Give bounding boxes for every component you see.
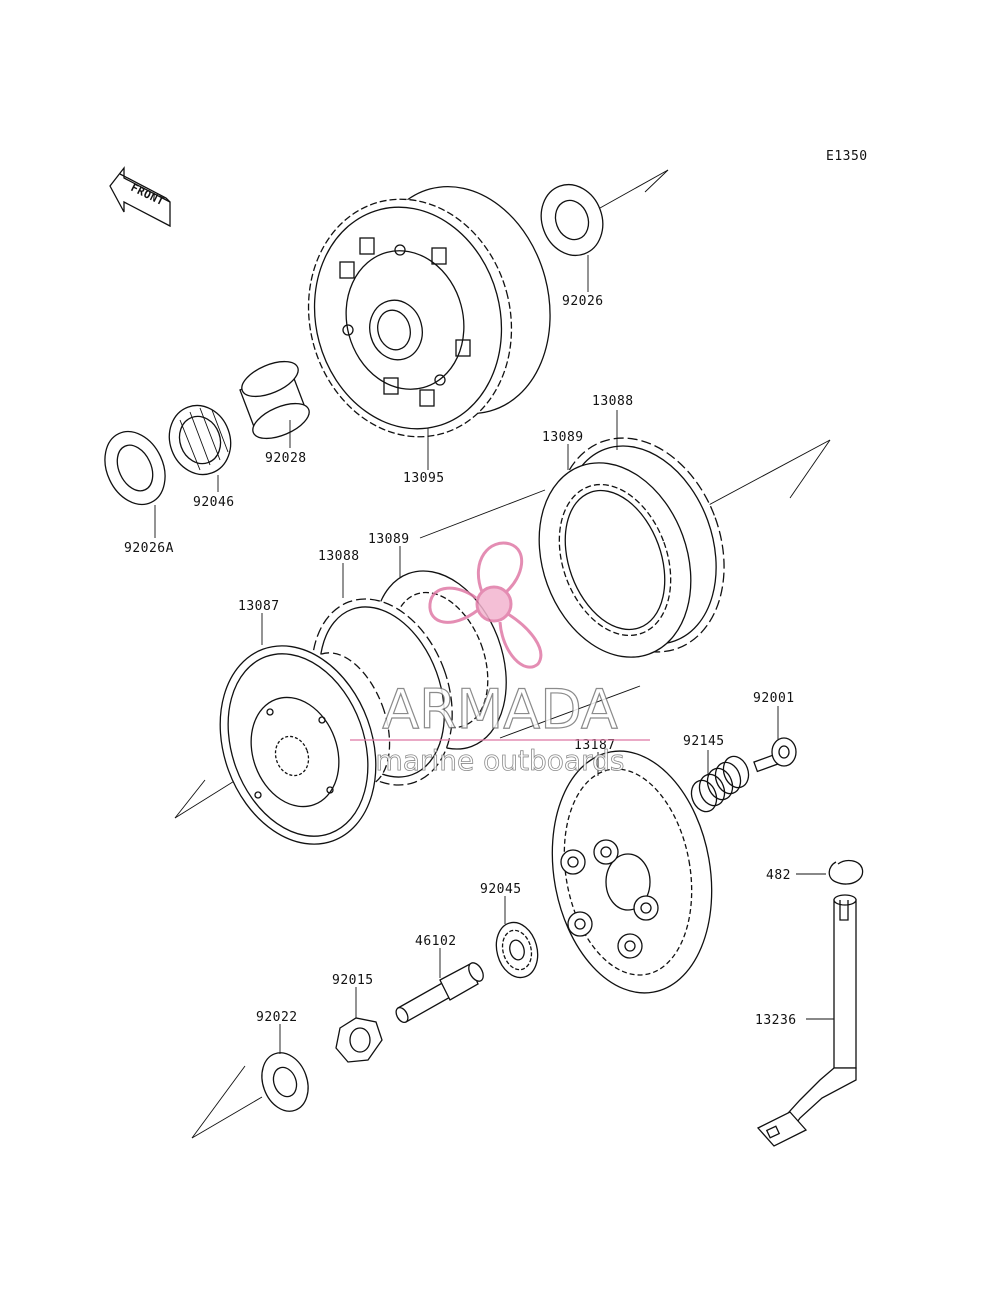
part-label-46102: 46102 [415,934,457,949]
part-label-92026: 92026 [562,294,604,309]
washer-92022 [261,1052,309,1112]
part-label-13095: 13095 [403,471,445,486]
bushing-92028 [239,360,310,440]
steel-plate-13089-upper [538,462,692,658]
armada-watermark: ARMADA marine outboards [350,541,650,777]
watermark-tagline: marine outboards [376,744,625,777]
part-label-482: 482 [766,868,791,883]
part-label-92022: 92022 [256,1010,298,1025]
part-label-13089-upper: 13089 [542,430,584,445]
clutch-hub-13087 [219,645,391,845]
release-lever-13236 [756,894,857,1147]
part-label-92001: 92001 [753,691,795,706]
circlip-482 [828,859,864,885]
needle-bearing-92046 [168,404,232,476]
part-label-92015: 92015 [332,973,374,988]
diagram-code: E1350 [826,149,868,164]
part-label-13088-upper: 13088 [592,394,634,409]
washer-92026A [104,430,166,506]
part-labels: 92026 13095 92028 92046 92026A 13088 130… [124,294,797,1028]
washer-92026 [540,183,604,257]
ball-bearing-92045 [495,921,539,979]
part-label-92028: 92028 [265,451,307,466]
part-label-13236: 13236 [755,1013,797,1028]
spring-92145 [690,755,750,813]
bolt-92001 [753,737,797,773]
front-arrow-icon: FRONT [109,166,171,228]
part-label-92045: 92045 [480,882,522,897]
leader-lines [154,255,834,1054]
clutch-housing-13095 [307,185,551,438]
push-rod-46102 [395,962,484,1024]
propeller-logo-icon [428,541,543,669]
part-label-92046: 92046 [193,495,235,510]
part-label-92026A: 92026A [124,541,174,556]
part-label-13187: 13187 [574,738,616,753]
nut-92015 [335,1017,383,1063]
part-label-13088-lower: 13088 [318,549,360,564]
part-label-13089-lower: 13089 [368,532,410,547]
part-label-13087: 13087 [238,599,280,614]
assembly-axis-lines [174,169,831,1139]
part-label-92145: 92145 [683,734,725,749]
pressure-plate-13187 [551,750,713,994]
watermark-brand: ARMADA [382,678,618,741]
